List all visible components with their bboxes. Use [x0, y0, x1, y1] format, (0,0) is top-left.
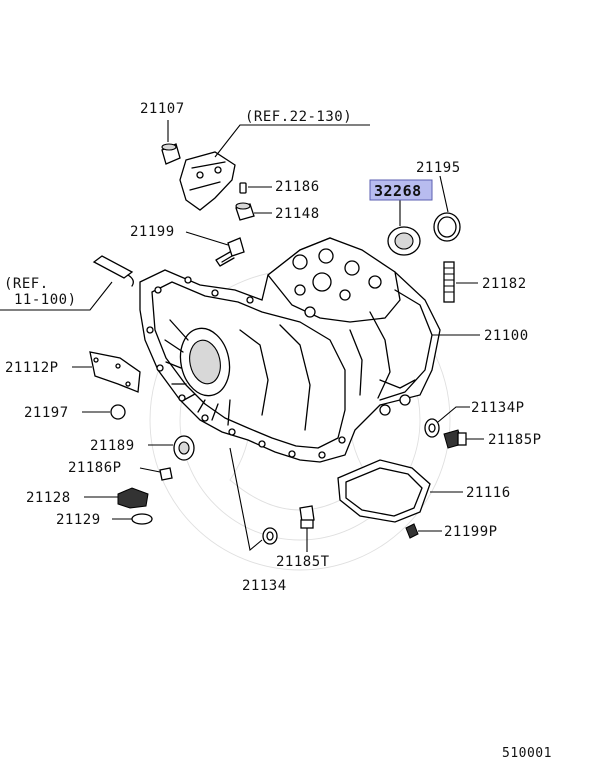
leader-21199: [185, 231, 229, 246]
part-21128[interactable]: [117, 487, 149, 509]
label-21189: 21189: [90, 438, 135, 454]
part-21195[interactable]: [433, 212, 461, 242]
label-21186: 21186: [275, 179, 320, 195]
label-21186P: 21186P: [68, 460, 122, 476]
label-21197: 21197: [24, 405, 69, 421]
label-ref-11-100-line1: (REF.: [4, 276, 49, 292]
highlight-32268: [369, 179, 433, 201]
case-ribs: [164, 319, 311, 431]
label-21129: 21129: [56, 512, 101, 528]
label-21100: 21100: [484, 328, 529, 344]
leader-21134P: [437, 406, 470, 423]
label-21185P: 21185P: [488, 432, 542, 448]
part-21189[interactable]: [173, 435, 195, 461]
part-21199P[interactable]: [405, 523, 419, 539]
label-ref-22-130: (REF.22-130): [245, 109, 352, 125]
leader-21195: [439, 175, 449, 213]
label-21107: 21107: [140, 101, 185, 117]
part-21199[interactable]: [215, 237, 245, 267]
part-21129[interactable]: [131, 513, 153, 525]
flange-bolt-holes: [146, 276, 346, 459]
label-21134: 21134: [242, 578, 287, 594]
leader-21186P: [139, 467, 161, 473]
part-21185T[interactable]: [299, 505, 315, 529]
part-21197[interactable]: [110, 404, 126, 420]
label-21128: 21128: [26, 490, 71, 506]
cover-ref-22-130[interactable]: [179, 151, 236, 211]
leader-21134: [229, 447, 263, 552]
label-21199: 21199: [130, 224, 175, 240]
part-21185P[interactable]: [443, 429, 467, 449]
part-32268[interactable]: [387, 226, 421, 256]
label-32268[interactable]: 32268: [374, 182, 422, 200]
top-bosses: [292, 248, 382, 318]
part-21186P[interactable]: [159, 467, 173, 481]
label-21148: 21148: [275, 206, 320, 222]
leader-ref-22-130: [214, 124, 370, 158]
part-21186[interactable]: [239, 182, 247, 194]
part-21134P[interactable]: [424, 418, 440, 438]
label-21195: 21195: [416, 160, 461, 176]
leader-ref-11-100: [0, 281, 113, 311]
part-21148[interactable]: [235, 202, 255, 221]
label-21185T: 21185T: [276, 554, 330, 570]
label-ref-11-100-line2: 11-100): [14, 292, 77, 308]
part-21107[interactable]: [161, 143, 181, 165]
label-21112P: 21112P: [5, 360, 59, 376]
part-ref-11-100[interactable]: [92, 255, 134, 287]
label-21116: 21116: [466, 485, 511, 501]
label-21134P: 21134P: [471, 400, 525, 416]
part-21182[interactable]: [443, 261, 455, 303]
diagram-code: 510001: [502, 746, 552, 761]
part-21134[interactable]: [262, 527, 278, 545]
label-21199P: 21199P: [444, 524, 498, 540]
part-21112P[interactable]: [89, 351, 141, 393]
label-21182: 21182: [482, 276, 527, 292]
transmission-case-21100[interactable]: [139, 237, 441, 463]
part-21116[interactable]: [337, 459, 431, 523]
